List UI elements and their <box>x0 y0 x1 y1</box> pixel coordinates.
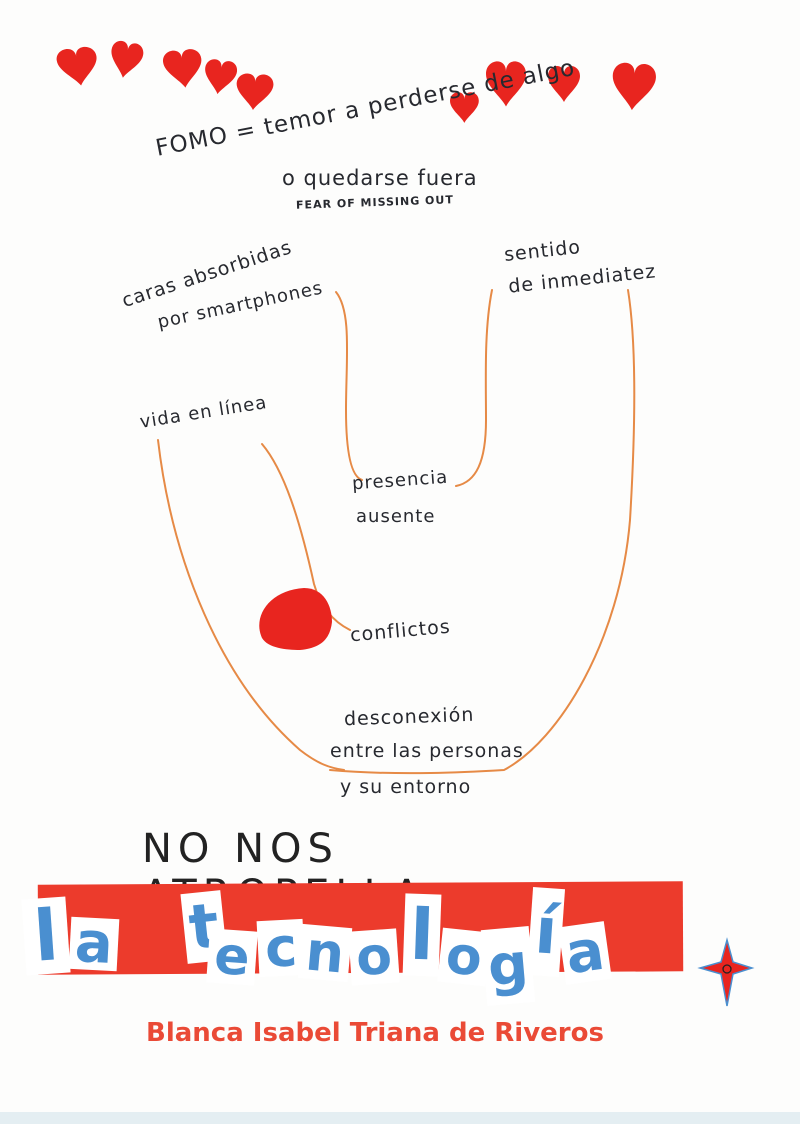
heart-icon <box>55 45 101 88</box>
red-blob <box>259 588 332 650</box>
headline: NO NOS ATROPELLA <box>142 826 420 918</box>
banner-word2-letter: o <box>348 926 400 988</box>
scan-edge <box>0 1112 800 1124</box>
heart-icon <box>107 39 145 81</box>
banner-word2-letter: e <box>206 926 258 988</box>
heart-icon <box>610 61 657 112</box>
author-name: Blanca Isabel Triana de Riveros <box>146 1018 604 1048</box>
fomo-definition: o quedarse fuera <box>282 166 478 190</box>
connector-line <box>335 291 363 481</box>
label-y-su-entorno: y su entorno <box>340 776 472 798</box>
banner-word2-letter: l <box>402 893 442 977</box>
connector-line <box>157 439 345 771</box>
heart-icon <box>234 72 275 112</box>
label-entre-las-personas: entre las personas <box>330 740 524 762</box>
heart-icon <box>201 58 239 97</box>
banner-word1-letter: l <box>21 894 71 978</box>
banner-word1-letter: a <box>68 910 120 977</box>
connector-line <box>455 289 493 487</box>
banner-word2-letter: a <box>558 918 612 987</box>
label-ausente: ausente <box>356 506 436 527</box>
star-icon <box>697 937 755 1007</box>
connector-line <box>329 289 636 775</box>
label-desconexion: desconexión <box>343 703 475 731</box>
connector-line <box>261 443 351 631</box>
banner-word2-letter: n <box>297 919 353 986</box>
heart-icon <box>161 48 205 90</box>
